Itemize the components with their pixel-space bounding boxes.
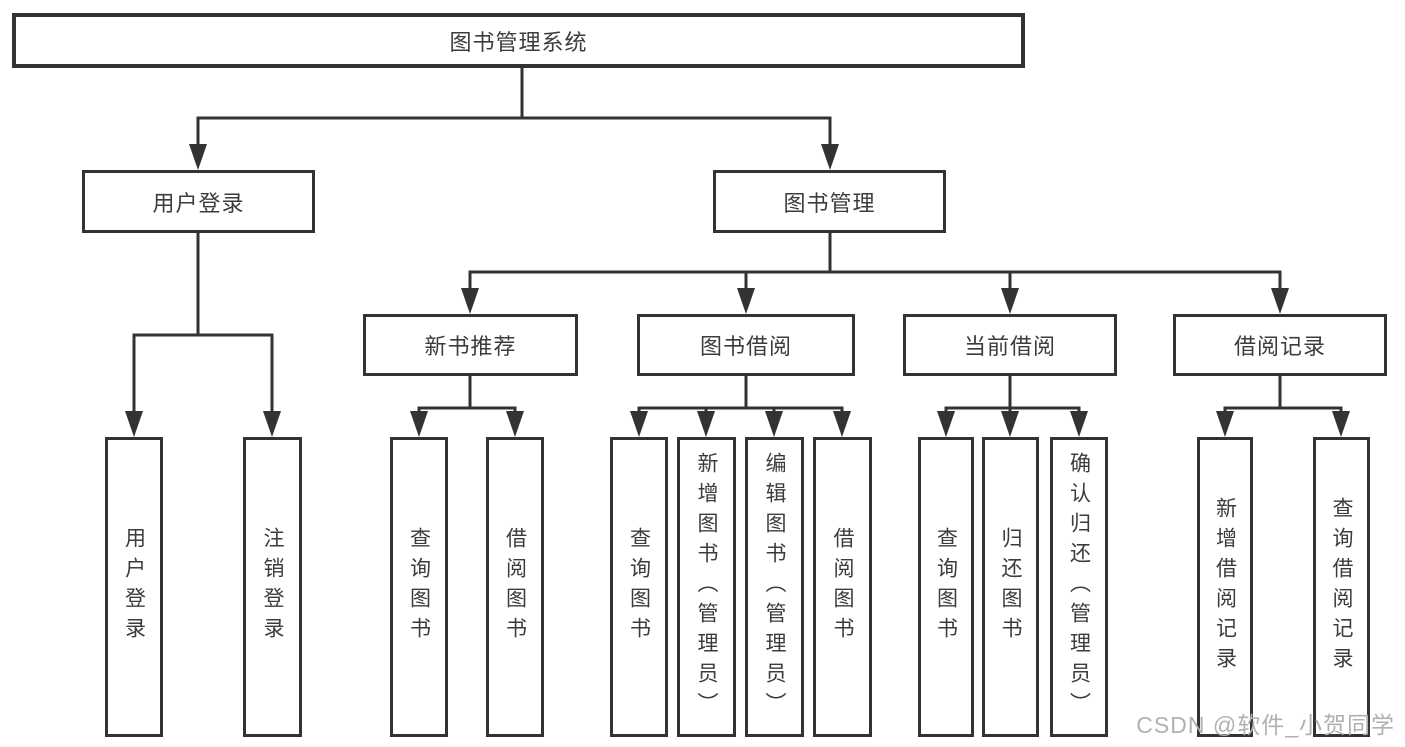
leaf-borrow-add-book-admin: 新增图书（管理员）: [677, 437, 736, 737]
leaf-records-query-record: 查询借阅记录: [1313, 437, 1370, 737]
leaf-newbook-query-books: 查询图书: [390, 437, 448, 737]
node-borrowing-records: 借阅记录: [1173, 314, 1387, 376]
leaf-user-login: 用户登录: [105, 437, 163, 737]
leaf-logout: 注销登录: [243, 437, 302, 737]
node-root-library-system: 图书管理系统: [12, 13, 1025, 68]
leaf-current-return-books: 归还图书: [982, 437, 1039, 737]
node-user-login: 用户登录: [82, 170, 315, 233]
node-book-borrowing: 图书借阅: [637, 314, 855, 376]
leaf-current-query-books: 查询图书: [918, 437, 974, 737]
leaf-borrow-edit-book-admin: 编辑图书（管理员）: [745, 437, 804, 737]
leaf-records-add-record: 新增借阅记录: [1197, 437, 1253, 737]
node-current-borrowing: 当前借阅: [903, 314, 1117, 376]
watermark-text: CSDN @软件_小贺同学: [1136, 712, 1395, 738]
leaf-newbook-borrow-books: 借阅图书: [486, 437, 544, 737]
node-book-management: 图书管理: [713, 170, 946, 233]
node-new-book-recommendation: 新书推荐: [363, 314, 578, 376]
leaf-borrow-query-books: 查询图书: [610, 437, 668, 737]
leaf-borrow-borrow-books: 借阅图书: [813, 437, 872, 737]
leaf-current-confirm-return-admin: 确认归还（管理员）: [1050, 437, 1108, 737]
